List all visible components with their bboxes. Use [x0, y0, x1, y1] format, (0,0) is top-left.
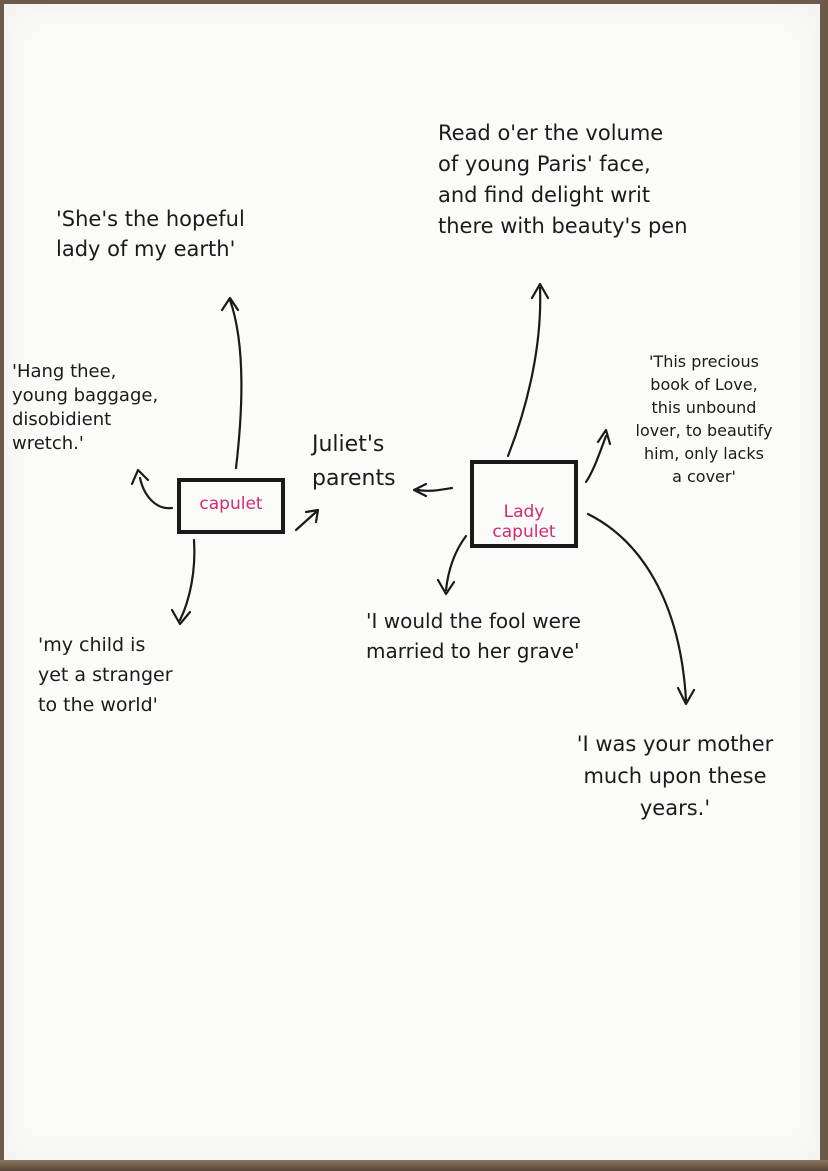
capulet-label: capulet [199, 494, 263, 514]
lady-capulet-node: Lady capulet [470, 460, 578, 548]
arrow-lady-to-book [584, 428, 612, 484]
arrow-capulet-to-hopeful [220, 296, 243, 470]
quote-child: 'my child is yet a stranger to the world… [38, 634, 173, 716]
table-edge [0, 1160, 828, 1171]
capulet-node: capulet [177, 478, 285, 534]
arrow-lady-to-volume [506, 282, 550, 458]
arrow-capulet-to-child [170, 538, 196, 626]
lady-capulet-label: Lady capulet [492, 502, 556, 542]
arrow-lady-to-mother [586, 512, 696, 706]
arrow-lady-to-fool [436, 534, 468, 596]
arrow-capulet-to-parents [294, 508, 320, 532]
quote-volume: Read o'er the volume of young Paris' fac… [438, 121, 688, 238]
paper-sheet [4, 4, 820, 1162]
quote-hang: 'Hang thee, young baggage, disobidient w… [12, 361, 159, 454]
quote-book: 'This precious book of Love, this unboun… [635, 352, 773, 486]
quote-fool: 'I would the fool were married to her gr… [366, 609, 581, 663]
arrow-lady-to-parents [412, 482, 454, 498]
quote-hopeful: 'She's the hopeful lady of my earth' [56, 207, 245, 261]
parents-label: Juliet's parents [312, 432, 396, 491]
quote-mother: 'I was your mother much upon these years… [576, 732, 774, 820]
arrow-capulet-to-hang [130, 468, 174, 510]
